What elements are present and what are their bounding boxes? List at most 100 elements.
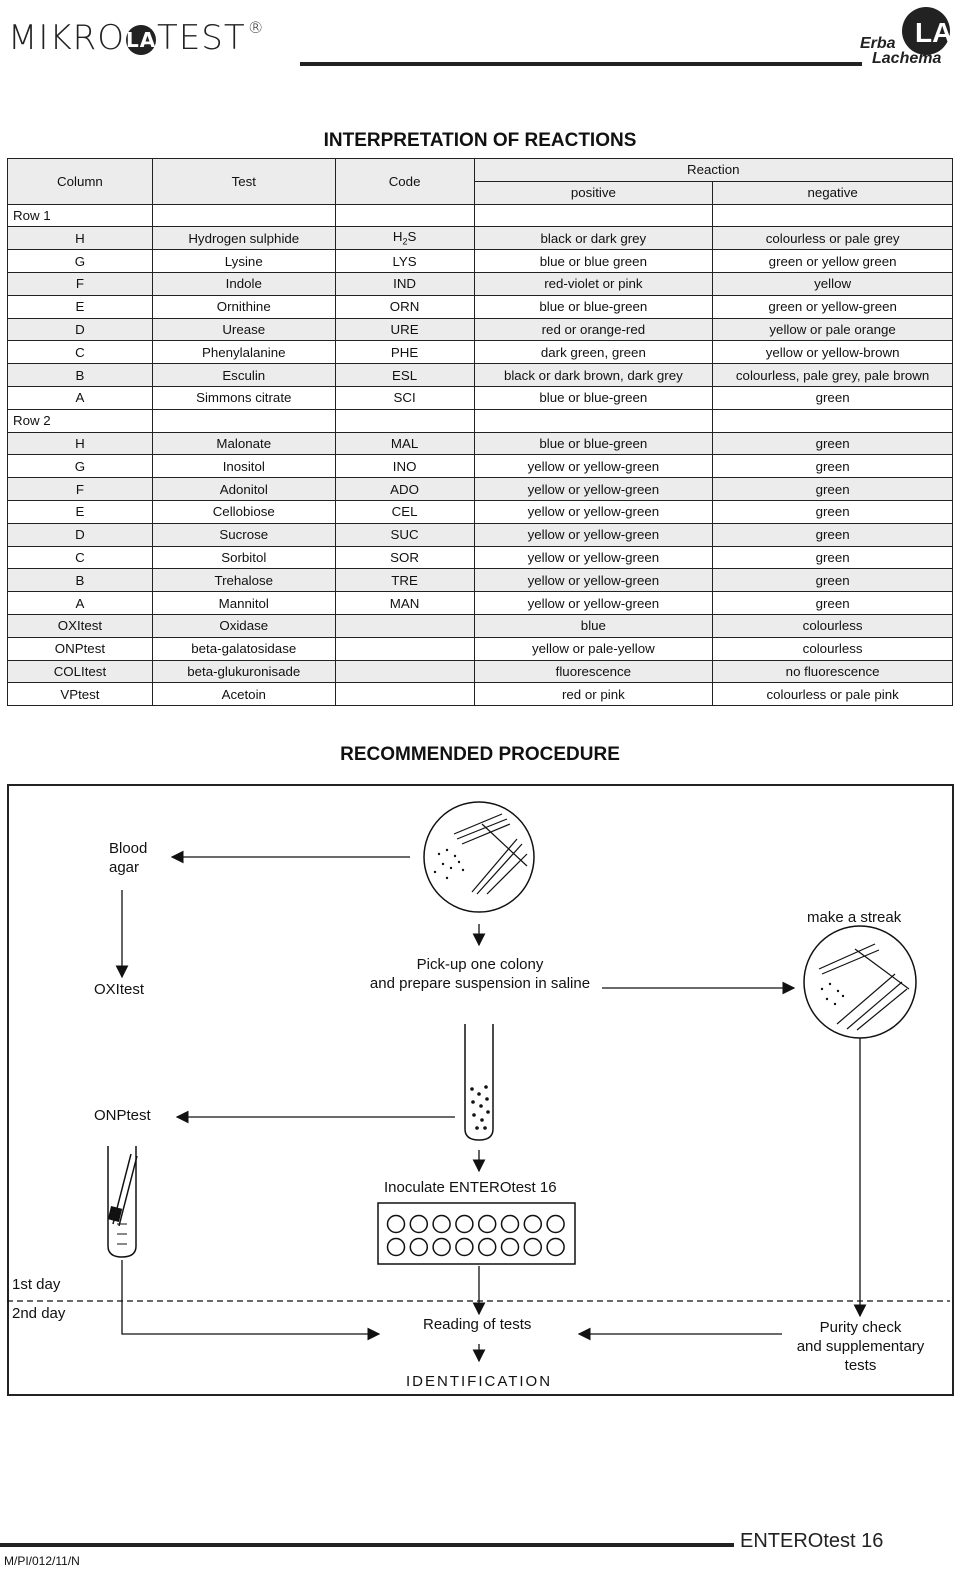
first-day-label: 1st day xyxy=(12,1276,61,1293)
strip-well xyxy=(409,1237,429,1257)
strip-well xyxy=(546,1237,565,1257)
make-streak-label: make a streak xyxy=(807,909,902,926)
strip-well xyxy=(500,1214,520,1234)
cell-code: MAN xyxy=(334,591,475,615)
cell-neg: green xyxy=(712,499,953,524)
cell-neg: green xyxy=(712,591,953,615)
cell-test: Esculin xyxy=(151,363,336,387)
strip-well xyxy=(523,1214,543,1234)
strip-well xyxy=(386,1214,406,1234)
cell-test: Lysine xyxy=(151,249,336,273)
cell-col: B xyxy=(7,363,153,387)
cell-pos: fluorescence xyxy=(473,659,714,684)
cell-code xyxy=(334,682,475,707)
cell-test: Adonitol xyxy=(151,477,336,501)
cell-code: INO xyxy=(334,454,475,479)
cell-pos: yellow or yellow-green xyxy=(473,454,714,479)
mikrolatest-logo: MIKROLATEST® xyxy=(8,18,265,58)
onp-tube-icon xyxy=(107,1146,138,1258)
strip-well xyxy=(386,1237,406,1257)
row-group-label: Row 1 xyxy=(7,203,153,228)
procedure-flow-arrows xyxy=(7,801,950,1363)
cell-pos: yellow or yellow-green xyxy=(473,522,714,547)
cell-col: COLItest xyxy=(7,659,153,684)
cell-test: Indole xyxy=(151,271,336,296)
cell-pos: dark green, green xyxy=(473,340,714,365)
cell-pos: blue xyxy=(473,613,714,638)
cell-code: ESL xyxy=(334,363,475,387)
cell-col: D xyxy=(7,317,153,342)
cell-col: A xyxy=(7,591,153,615)
procedure-title: RECOMMENDED PROCEDURE xyxy=(340,744,620,765)
cell-col: G xyxy=(7,249,153,273)
cell-test: Sucrose xyxy=(151,522,336,547)
header-negative: negative xyxy=(712,180,953,205)
cell-pos: yellow or yellow-green xyxy=(473,568,714,593)
cell-code xyxy=(334,636,475,661)
cell-pos: blue or blue green xyxy=(473,249,714,273)
inoculate-label: Inoculate ENTEROtest 16 xyxy=(384,1179,557,1196)
cell-pos: yellow or yellow-green xyxy=(473,591,714,615)
cell-test: beta-glukuronisade xyxy=(151,659,336,684)
cell-pos: yellow or yellow-green xyxy=(473,545,714,570)
cell-col: ONPtest xyxy=(7,636,153,661)
cell-test: Simmons citrate xyxy=(151,385,336,410)
cell-col: C xyxy=(7,340,153,365)
cell-pos: blue or blue-green xyxy=(473,385,714,410)
cell-neg: green or yellow-green xyxy=(712,294,953,319)
cell-col: G xyxy=(7,454,153,479)
cell-neg: green xyxy=(712,454,953,479)
enterotest-strip-icon xyxy=(377,1202,576,1265)
cell-neg: green xyxy=(712,568,953,593)
cell-neg: yellow or pale orange xyxy=(712,317,953,342)
oxitest-label: OXItest xyxy=(94,981,145,998)
test-tube-icon xyxy=(464,1024,494,1141)
cell-neg: green xyxy=(712,522,953,547)
cell-pos: red-violet or pink xyxy=(473,271,714,296)
document-code: M/PI/012/11/N xyxy=(4,1554,80,1568)
strip-well xyxy=(432,1214,451,1234)
row-group-2: Row 2 xyxy=(7,408,953,433)
cell-neg: green xyxy=(712,477,953,501)
cell-test: Urease xyxy=(151,317,336,342)
cell-neg: colourless or pale grey xyxy=(712,226,953,251)
cell-col: E xyxy=(7,499,153,524)
cell-col: B xyxy=(7,568,153,593)
row-group-1: Row 1 xyxy=(7,203,953,228)
cell-col: VPtest xyxy=(7,682,153,707)
product-name: ENTEROtest 16 xyxy=(740,1530,884,1552)
cell-test: Mannitol xyxy=(151,591,336,615)
cell-neg: green xyxy=(712,431,953,456)
cell-code: TRE xyxy=(334,568,475,593)
cell-test: Sorbitol xyxy=(151,545,336,570)
cell-pos: yellow or pale-yellow xyxy=(473,636,714,661)
erba-lachema-logo-icon: LA xyxy=(902,7,952,55)
cell-pos: yellow or yellow-green xyxy=(473,499,714,524)
interpretation-title: INTERPRETATION OF REACTIONS xyxy=(323,130,637,151)
cell-pos: blue or blue-green xyxy=(473,431,714,456)
cell-col: H xyxy=(7,431,153,456)
reactions-table: Column Test Code Reaction positive negat… xyxy=(7,158,953,707)
cell-test: Ornithine xyxy=(151,294,336,319)
cell-test: Oxidase xyxy=(151,613,336,638)
cell-code: SUC xyxy=(334,522,475,547)
strip-well xyxy=(546,1214,565,1234)
cell-col: F xyxy=(7,271,153,296)
header-rule xyxy=(300,62,862,66)
svg-text:LA: LA xyxy=(915,17,952,48)
